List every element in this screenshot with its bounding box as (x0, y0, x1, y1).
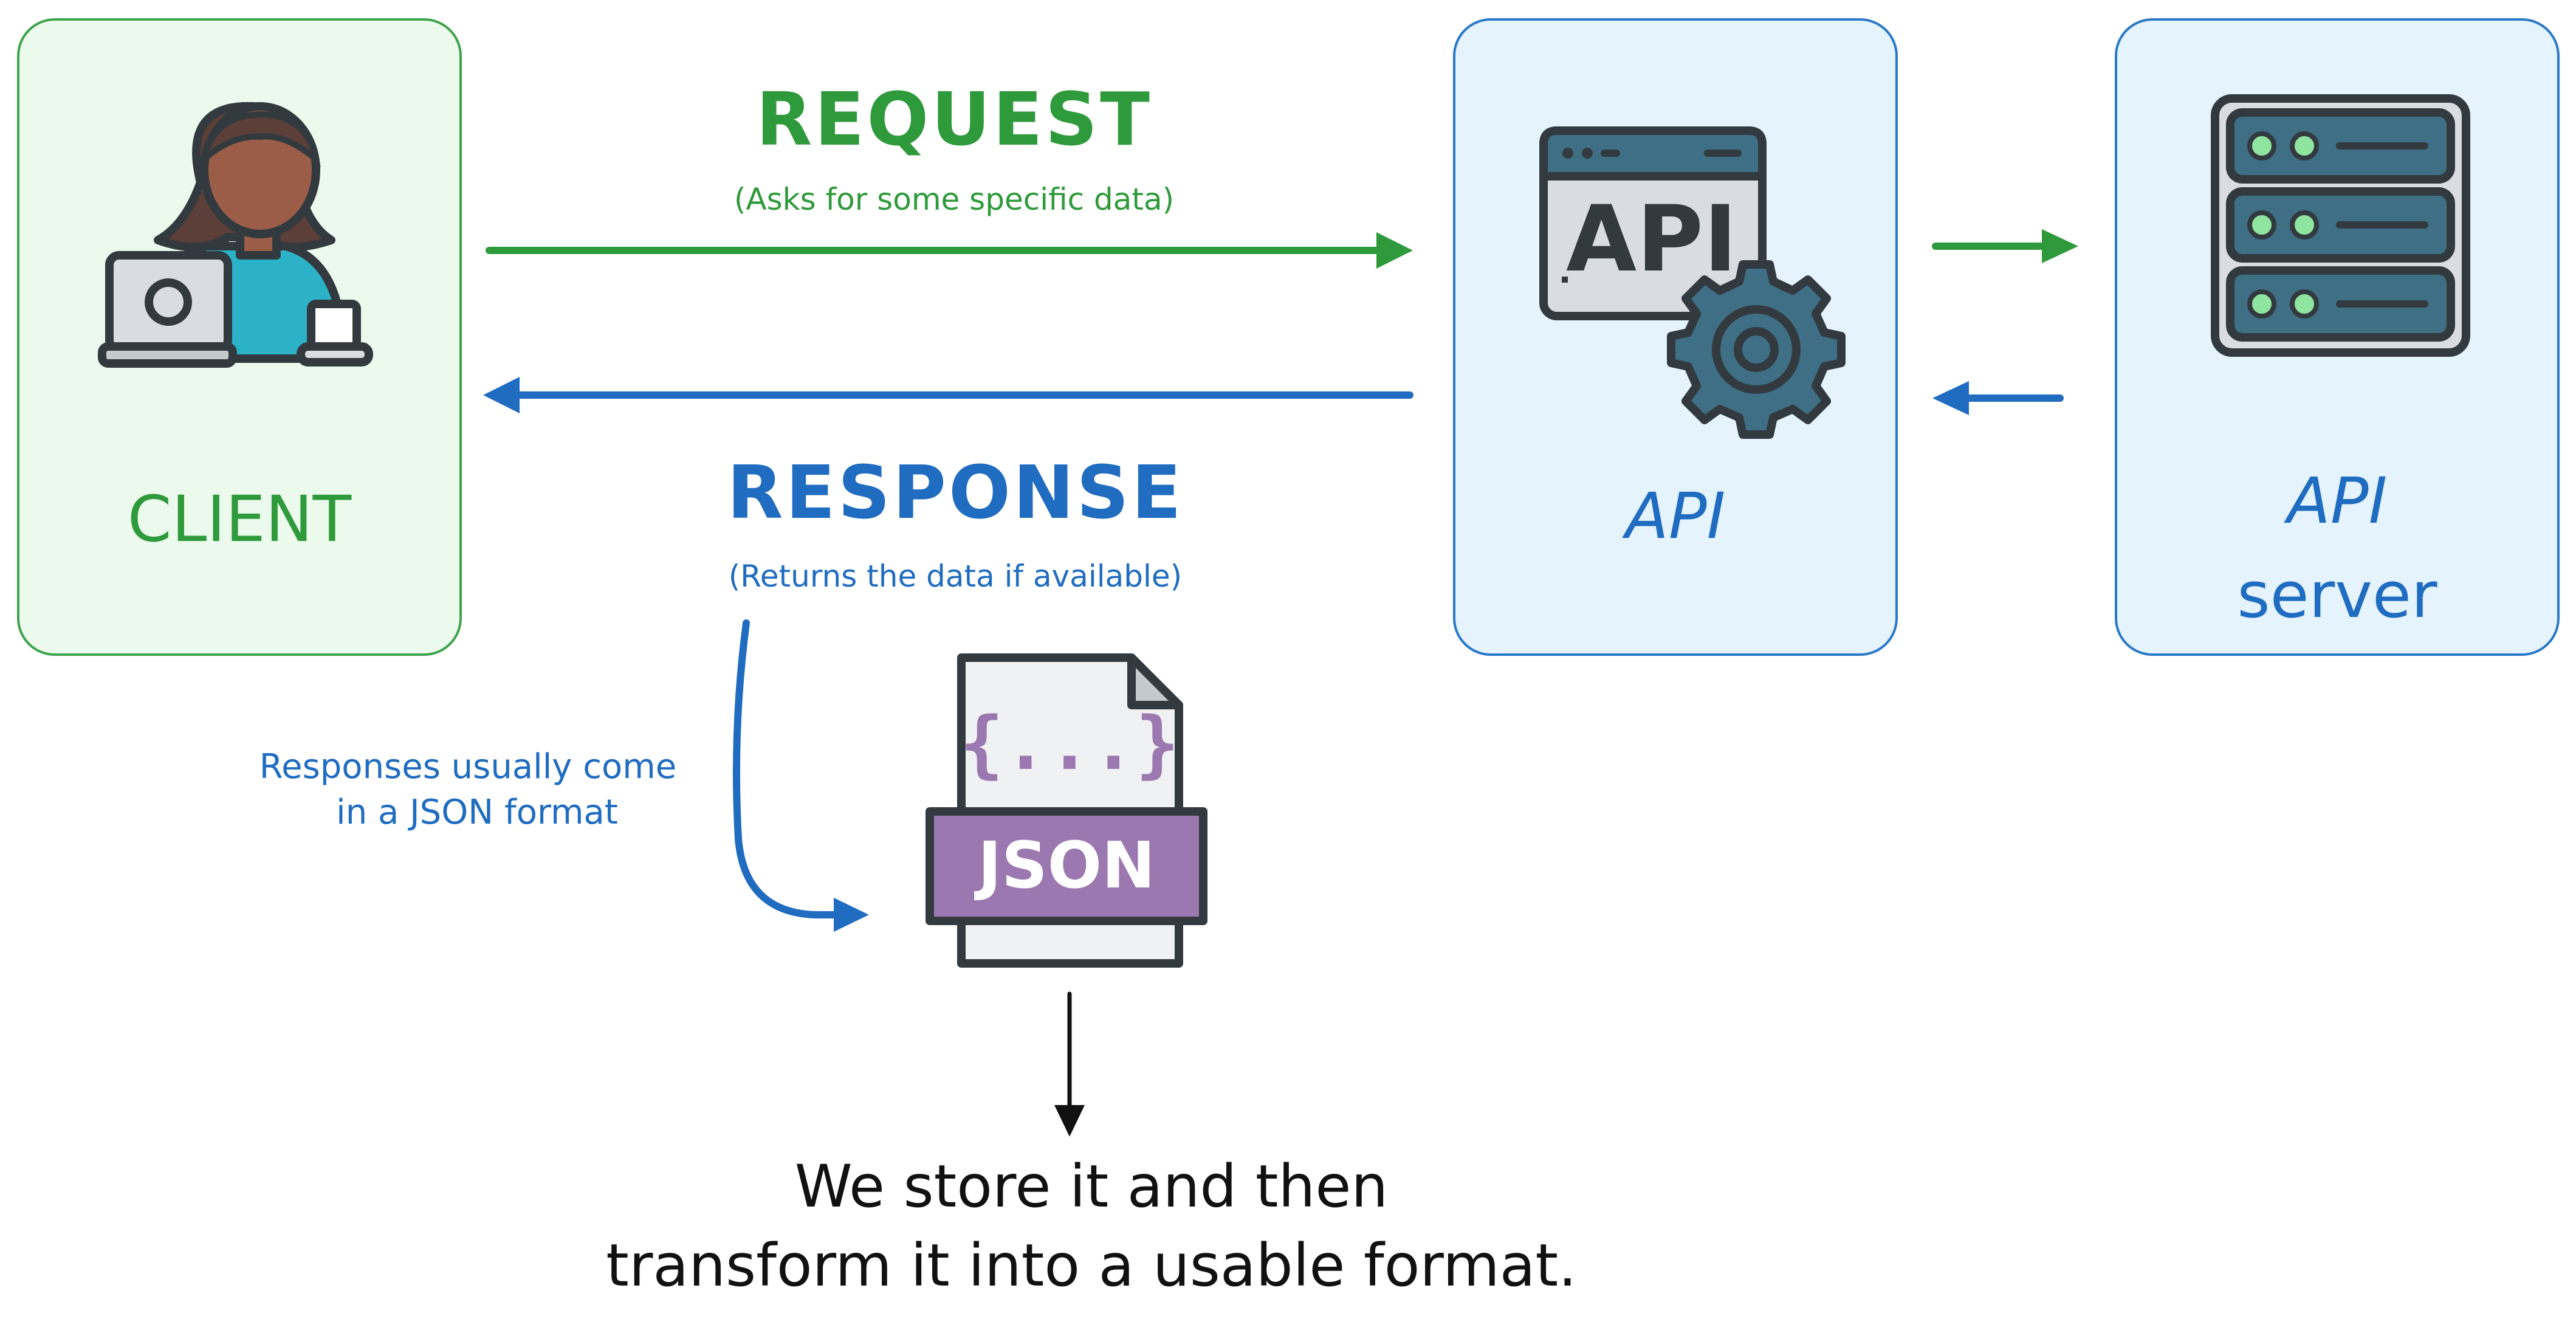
client-box: CLIENT (17, 18, 462, 656)
client-label: CLIENT (128, 482, 352, 556)
api-server-box: API server (2115, 18, 2560, 656)
request-title: REQUEST (756, 78, 1152, 162)
api-icon-text: API (1566, 187, 1737, 292)
json-tag-text: JSON (974, 828, 1155, 903)
json-curved-arrow (732, 619, 869, 932)
json-file-icon: {...} JSON (926, 653, 1207, 968)
bottom-note-line1: We store it and then (795, 1152, 1389, 1221)
down-arrow (1054, 991, 1085, 1137)
api-label: API (1622, 479, 1726, 553)
response-subtitle: (Returns the data if available) (729, 559, 1182, 594)
json-note-line2: in a JSON format (336, 793, 618, 832)
server-to-api-arrow (1932, 381, 2064, 415)
response-arrow (483, 377, 1413, 413)
api-window-gear-icon: API (1539, 126, 1846, 439)
api-to-server-arrow (1932, 229, 2078, 263)
api-box: API API (1453, 18, 1898, 656)
json-braces-text: {...} (960, 702, 1179, 787)
api-server-label-line2: server (2237, 558, 2437, 632)
response-title: RESPONSE (727, 451, 1184, 536)
client-person-laptop-icon (98, 102, 373, 368)
json-note-line1: Responses usually come (259, 747, 677, 787)
api-server-label-line1: API (2284, 464, 2388, 538)
server-rack-icon (2211, 94, 2470, 357)
bottom-note-line2: transform it into a usable format. (606, 1231, 1576, 1300)
request-subtitle: (Asks for some specific data) (734, 182, 1174, 217)
request-arrow (486, 232, 1413, 269)
